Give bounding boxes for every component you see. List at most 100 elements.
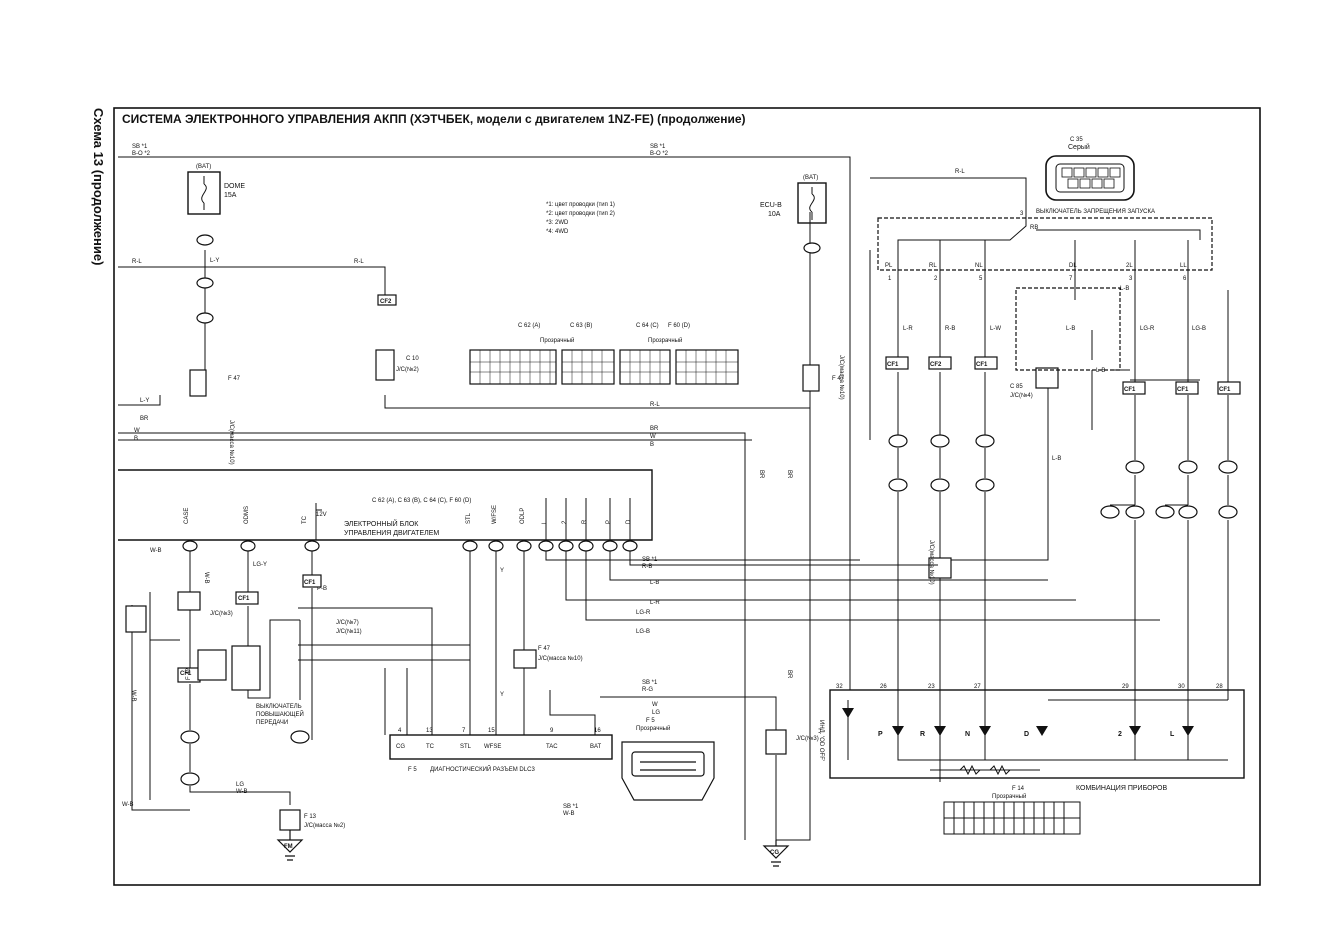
label-jc-mass10-lower: J/C(масса №10) <box>538 655 583 662</box>
wire-label-bo-2: B-O *2 <box>650 151 669 157</box>
diagram-frame <box>113 107 1261 886</box>
gear-labels: CF1 CF2 CF1 CF1 CF1 CF1 C 85 J/C(№4) J/C… <box>887 286 1231 585</box>
dlc3-code: F 5 <box>408 767 417 773</box>
label-jc-no4: J/C(№4) <box>1010 392 1033 399</box>
label-rb: R-B <box>945 326 955 332</box>
dlc3-pin-16: 16 <box>594 728 601 734</box>
svg-text:CF1: CF1 <box>1124 387 1136 393</box>
label-f47-top: F 47 <box>228 376 241 382</box>
ns-pin-3: 3 <box>1129 276 1133 282</box>
label-br-vert-3: BR <box>786 670 792 679</box>
ns-term-pl: PL <box>885 263 893 269</box>
conn-c64: C 64 (C) <box>636 323 659 329</box>
label-lr-2: L-R <box>650 600 660 606</box>
ns-term-rl: RL <box>929 263 937 269</box>
grounds: FM CG <box>276 830 790 867</box>
label-wb-5: W-B <box>122 802 134 808</box>
label-lb-3: L-B <box>1120 286 1129 292</box>
label-lb-2: L-B <box>1096 368 1105 374</box>
label-y: Y <box>500 568 504 574</box>
combination-meter: 32 26 23 27 29 30 28 <box>818 684 1245 835</box>
dlc3-term-wfse: WFSE <box>484 744 501 750</box>
label-lr: L-R <box>903 326 913 332</box>
fuse-ecub: (BAT) ECU-B 10A <box>760 175 827 224</box>
label-sb-bottom: SB *1 <box>563 804 579 810</box>
ns-pin-7: 7 <box>1069 276 1073 282</box>
label-wb-3: W-B <box>236 789 248 795</box>
ind-l: L <box>1170 731 1175 738</box>
wire-label-w-2: W <box>650 434 656 440</box>
label-jc-mass10-mid: J/C(масса №10) <box>928 540 935 585</box>
combination-color: Прозрачный <box>992 793 1026 800</box>
fuse-dome: (BAT) DOME 15A <box>187 164 245 215</box>
ground-cg: CG <box>770 850 779 856</box>
combination-code: F 14 <box>1012 786 1025 792</box>
label-jc-no2: J/C(№2) <box>396 366 419 373</box>
wire-label-ly-vert: L-Y <box>210 258 219 264</box>
ns-pin-2: 2 <box>934 276 938 282</box>
comb-pin-23: 23 <box>928 684 935 690</box>
wire-label-br-2: BR <box>650 426 659 432</box>
ecu-term-p: P <box>606 520 612 524</box>
fuse-dome-source: (BAT) <box>196 164 211 170</box>
c35-code: C 35 <box>1070 137 1083 143</box>
dlc3-pin-13: 13 <box>426 728 433 734</box>
note-3: *3: 2WD <box>546 220 569 226</box>
comb-pin-28: 28 <box>1216 684 1223 690</box>
lower-wires <box>131 551 1160 841</box>
label-y-2: Y <box>500 692 504 698</box>
dlc3-term-tc: TC <box>426 744 435 750</box>
label-wb-6: W-B <box>130 690 136 702</box>
ecu-term-d: D <box>626 519 632 524</box>
neutral-start-switch: ВЫКЛЮЧАТЕЛЬ ЗАПРЕЩЕНИЯ ЗАПУСКА 3 RB PL R… <box>877 209 1213 282</box>
ns-term-ll: LL <box>1180 263 1187 269</box>
label-lg: LG <box>236 782 244 788</box>
ecu-connectors: C 62 (A), C 63 (B), C 64 (C), F 60 (D) <box>372 498 471 504</box>
wire-label-rl-left: R-L <box>132 259 142 265</box>
od-off-label: ИНД. 'OD OFF' <box>818 720 824 761</box>
dlc3-conn-color: Прозрачный <box>636 725 670 732</box>
neutral-switch-title: ВЫКЛЮЧАТЕЛЬ ЗАПРЕЩЕНИЯ ЗАПУСКА <box>1036 209 1155 215</box>
ground-fm: FM <box>284 844 293 850</box>
conn-f60: F 60 (D) <box>668 323 690 329</box>
ns-pin-1: 1 <box>888 276 892 282</box>
c35-color: Серый <box>1068 143 1090 151</box>
ecu-block: C 62 (A), C 63 (B), C 64 (C), F 60 (D) Э… <box>118 469 653 552</box>
ecu-voltage: 12V <box>316 512 327 518</box>
wire-label-bo: B-O *2 <box>132 151 151 157</box>
shift-switch-line1: ВЫКЛЮЧАТЕЛЬ <box>256 704 302 710</box>
comb-pin-29: 29 <box>1122 684 1129 690</box>
dlc3-title: ДИАГНОСТИЧЕСКИЙ РАЗЪЕМ DLC3 <box>430 765 535 773</box>
dlc3-block: CG TC STL WFSE TAC BAT 4 13 7 15 9 16 F … <box>389 718 715 801</box>
ind-r: R <box>920 731 925 738</box>
ecu-title-1: ЭЛЕКТРОННЫЙ БЛОК <box>344 519 419 528</box>
combination-title: КОМБИНАЦИЯ ПРИБОРОВ <box>1076 785 1167 792</box>
ecu-term-case: CASE <box>184 508 190 524</box>
ecu-term-2: 2 <box>562 520 568 524</box>
bus-wires <box>118 156 1027 840</box>
lower-junctions <box>125 574 787 831</box>
label-wb-2: W-B <box>203 572 209 584</box>
label-f13: F 13 <box>304 814 317 820</box>
ecu-term-stl: STL <box>466 512 472 524</box>
label-lg-2: LG <box>652 710 660 716</box>
fuse-dome-rating: 15A <box>224 192 237 199</box>
label-rg: R-G <box>642 687 653 693</box>
wire-label-br: BR <box>140 416 149 422</box>
label-lgr-2: LG-R <box>636 610 651 616</box>
ecu-title-2: УПРАВЛЕНИЯ ДВИГАТЕЛЕМ <box>344 530 439 537</box>
label-pb: P-B <box>317 586 327 592</box>
ecu-term-r: R <box>582 519 588 524</box>
ecu-connector-drawings: C 62 (A) C 63 (B) C 64 (C) F 60 (D) Проз… <box>469 323 739 385</box>
ind-d: D <box>1024 731 1029 738</box>
label-c10: C 10 <box>406 356 419 362</box>
label-c85: C 85 <box>1010 384 1023 390</box>
label-f47-right: F 47 <box>832 376 845 382</box>
svg-text:CF1: CF1 <box>304 580 316 586</box>
wire-notes: *1: цвет проводки (тип 1) *2: цвет прово… <box>546 202 615 235</box>
label-lb-5: L-B <box>650 580 659 586</box>
label-br-vert-2: BR <box>786 470 792 479</box>
note-1: *1: цвет проводки (тип 1) <box>546 202 615 208</box>
svg-text:CF1: CF1 <box>1219 387 1231 393</box>
